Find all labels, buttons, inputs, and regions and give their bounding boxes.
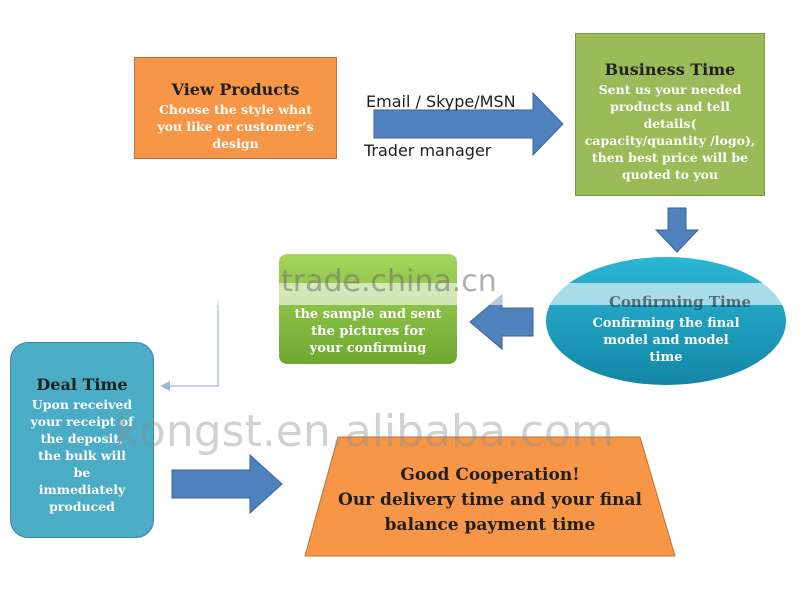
good-cooperation-line3: balance payment time [384,515,596,535]
watermark-trade-china: trade.china.cn [281,264,497,299]
business-time-text: Sent us your needed products and tell de… [584,82,756,182]
sample-text: the sample and sent the pictures for you… [294,307,442,356]
connector-arrowhead [160,381,170,391]
view-products-title: View Products [171,80,300,99]
good-cooperation-text: Good Cooperation! Our delivery time and … [305,463,675,538]
confirming-time-ellipse: Confirming the final model and model tim… [546,257,786,385]
deal-time-title: Deal Time [36,375,128,394]
business-time-box: Business Time Sent us your needed produc… [575,33,765,196]
arrow-label-trader: Trader manager [364,141,492,160]
arrow-right-deal [171,453,283,515]
connector-line-deal [165,300,219,387]
business-time-title: Business Time [604,60,736,79]
watermark-band [215,283,795,305]
good-cooperation-line2: Our delivery time and your final [338,490,642,510]
view-products-box: View Products Choose the style what you … [134,57,337,159]
good-cooperation-line1: Good Cooperation! [400,465,580,485]
arrow-right-email [373,91,564,157]
arrow-left-confirm [469,293,534,351]
arrow-label-email: Email / Skype/MSN [366,92,516,111]
deal-time-text: Upon received your receipt of the deposi… [30,397,134,514]
confirming-time-title-obscured: Confirming Time [608,293,752,311]
arrow-down-business [654,207,700,253]
good-cooperation-shape [304,436,676,557]
watermark-alibaba: kongst.en.alibaba.com [115,406,614,457]
sample-box: the sample and sent the pictures for you… [279,254,457,364]
view-products-text: Choose the style what you like or custom… [157,102,314,151]
confirming-time-text: Confirming the final model and model tim… [592,316,740,365]
deal-time-box: Deal Time Upon received your receipt of … [10,342,154,538]
